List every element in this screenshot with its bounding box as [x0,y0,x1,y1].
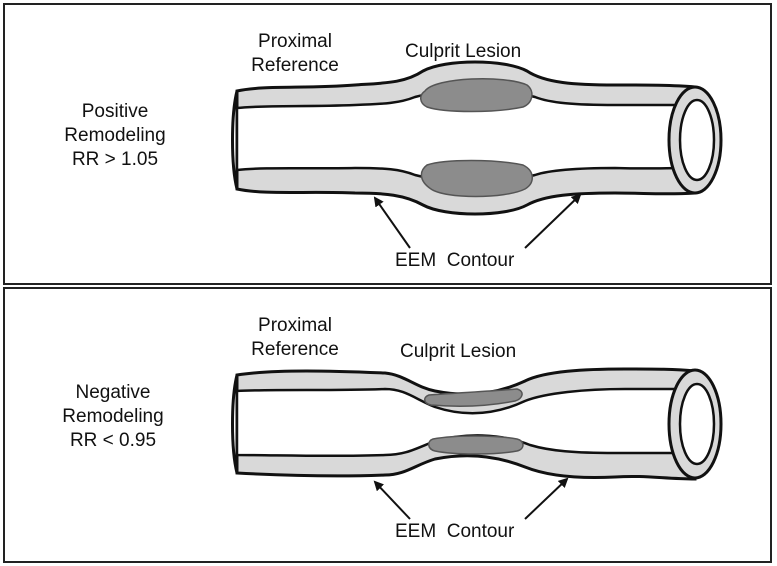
proximal-label-line-2: Reference [251,339,339,360]
side-label-line-2: Remodeling [64,125,166,146]
proximal-label-line-2: Reference [251,55,339,76]
side-label-line-3: RR > 1.05 [71,149,159,170]
plaque-lower [420,159,533,198]
vessel-left-end [231,374,239,474]
side-label-line-2: Remodeling [62,406,164,427]
side-label-negative: Negative Remodeling RR < 0.95 [53,381,173,453]
vessel-right-lumen [678,98,716,182]
proximal-label-line-1: Proximal [258,315,332,336]
panel-negative-remodeling: Negative Remodeling RR < 0.95 Proximal R… [3,287,772,563]
vessel-diagram-negative [231,367,723,520]
culprit-lesion-label: Culprit Lesion [405,41,522,62]
plaque-upper [424,388,523,407]
vessel-right-lumen [678,382,716,466]
side-label-line-1: Negative [75,382,151,403]
arrow-right-contour [524,193,582,249]
proximal-reference-label: Proximal Reference [235,30,355,78]
eem-contour-label: EEM Contour [395,250,515,271]
proximal-label-line-1: Proximal [258,31,332,52]
arrow-left-contour [373,196,411,249]
vessel-diagram-positive [231,60,723,249]
eem-contour-label: EEM Contour [395,521,515,542]
panel-positive-remodeling: Positive Remodeling RR > 1.05 Proximal R… [3,3,772,285]
proximal-reference-label: Proximal Reference [235,314,355,362]
plaque-upper [420,78,533,113]
side-label-positive: Positive Remodeling RR > 1.05 [55,100,175,172]
vessel-left-end [231,90,239,190]
arrow-left-contour [373,480,411,520]
culprit-lesion-label: Culprit Lesion [400,341,517,362]
side-label-line-3: RR < 0.95 [69,430,157,451]
arrow-right-contour [524,477,569,520]
side-label-line-1: Positive [81,101,149,122]
plaque-lower [428,435,524,455]
